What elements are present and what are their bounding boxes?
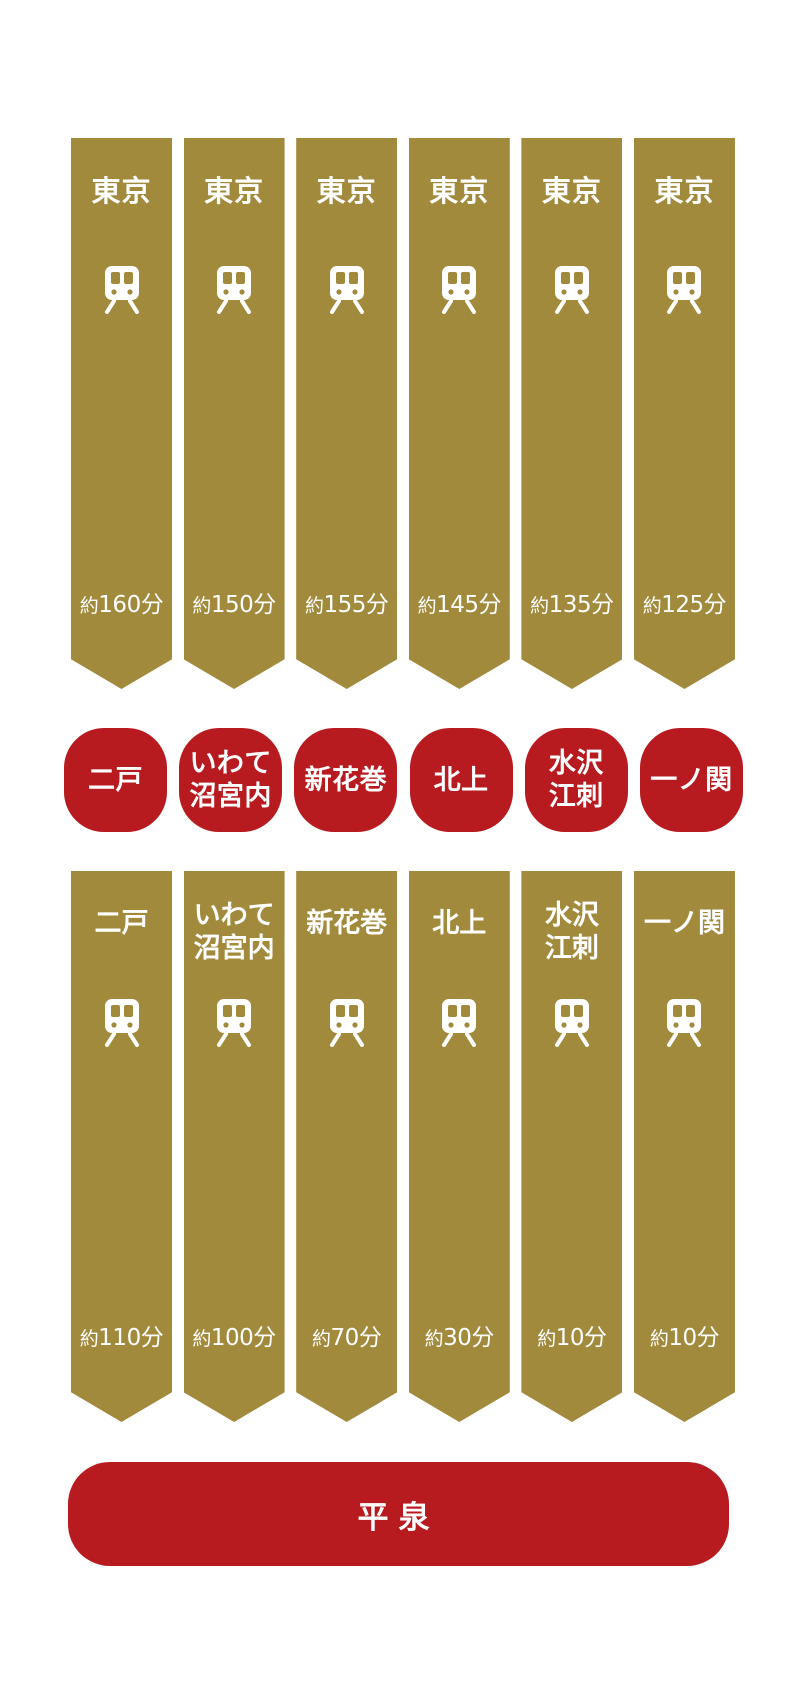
route-duration: 約155分: [304, 592, 389, 618]
station-pill-iwate-numakunai: いわて沼宮内: [179, 728, 283, 832]
route-duration: 約125分: [642, 592, 727, 618]
station-pill-ninohe: 二戸: [64, 728, 167, 832]
destination-hiraizumi: 平泉: [68, 1462, 729, 1566]
route-arrow: 東京 約145分: [408, 138, 510, 689]
route-duration: 約100分: [192, 1325, 276, 1351]
tokyo-route-row: 東京 約160分 東京 約150分 東京 約155分 東京 約145分 東京 約…: [71, 138, 735, 689]
route-duration: 約150分: [192, 592, 276, 618]
train-icon: [104, 999, 140, 1047]
route-duration: 約145分: [417, 592, 502, 618]
train-icon: [666, 999, 702, 1047]
route-arrow: 東京 約155分: [296, 138, 398, 689]
route-origin: いわて沼宮内: [193, 900, 275, 964]
route-arrow: 新花巻 約70分: [296, 871, 398, 1422]
train-icon: [554, 999, 590, 1047]
route-arrow: 東京 約135分: [521, 138, 623, 689]
route-duration: 約10分: [649, 1325, 720, 1351]
route-origin: 東京: [654, 174, 715, 208]
train-icon: [104, 266, 140, 314]
route-arrow: いわて沼宮内 約100分: [183, 871, 285, 1422]
train-icon: [441, 999, 477, 1047]
train-icon: [216, 999, 252, 1047]
station-pill-mizusawa-esashi: 水沢江刺: [524, 728, 628, 832]
route-arrow: 水沢江刺 約10分: [521, 871, 623, 1422]
route-origin: 二戸: [94, 908, 149, 939]
station-pill-kitakami: 北上: [409, 728, 513, 832]
route-origin: 東京: [204, 174, 265, 208]
route-arrow: 東京 約160分: [71, 138, 172, 689]
route-origin: 東京: [429, 174, 490, 208]
route-arrow: 東京 約125分: [633, 138, 735, 689]
route-origin: 新花巻: [306, 908, 388, 939]
train-icon: [329, 999, 365, 1047]
route-origin: 東京: [541, 174, 602, 208]
route-duration: 約110分: [79, 1325, 164, 1351]
route-arrow: 北上 約30分: [408, 871, 510, 1422]
route-origin: 東京: [91, 174, 152, 208]
route-origin: 北上: [432, 908, 487, 939]
route-duration: 約10分: [537, 1325, 607, 1351]
route-duration: 約160分: [79, 592, 164, 618]
station-pill-ichinoseki: 一ノ関: [639, 728, 743, 832]
route-duration: 約70分: [312, 1325, 382, 1351]
transfer-station-row: 二戸 いわて沼宮内 新花巻 北上 水沢江刺 一ノ関: [64, 728, 743, 832]
route-arrow: 一ノ関 約10分: [633, 871, 735, 1422]
route-duration: 約135分: [530, 592, 614, 618]
route-origin: 水沢江刺: [544, 900, 599, 964]
train-icon: [216, 266, 252, 314]
route-arrow: 東京 約150分: [183, 138, 285, 689]
train-icon: [329, 266, 365, 314]
train-icon: [554, 266, 590, 314]
route-origin: 東京: [316, 174, 377, 208]
train-icon: [666, 266, 702, 314]
second-leg-route-row: 二戸 約110分 いわて沼宮内 約100分 新花巻 約70分 北上 約30分 水…: [71, 871, 735, 1422]
route-origin: 一ノ関: [643, 908, 725, 939]
station-pill-shin-hanamaki: 新花巻: [294, 728, 398, 832]
route-duration: 約30分: [424, 1325, 495, 1351]
train-icon: [441, 266, 477, 314]
route-arrow: 二戸 約110分: [71, 871, 172, 1422]
